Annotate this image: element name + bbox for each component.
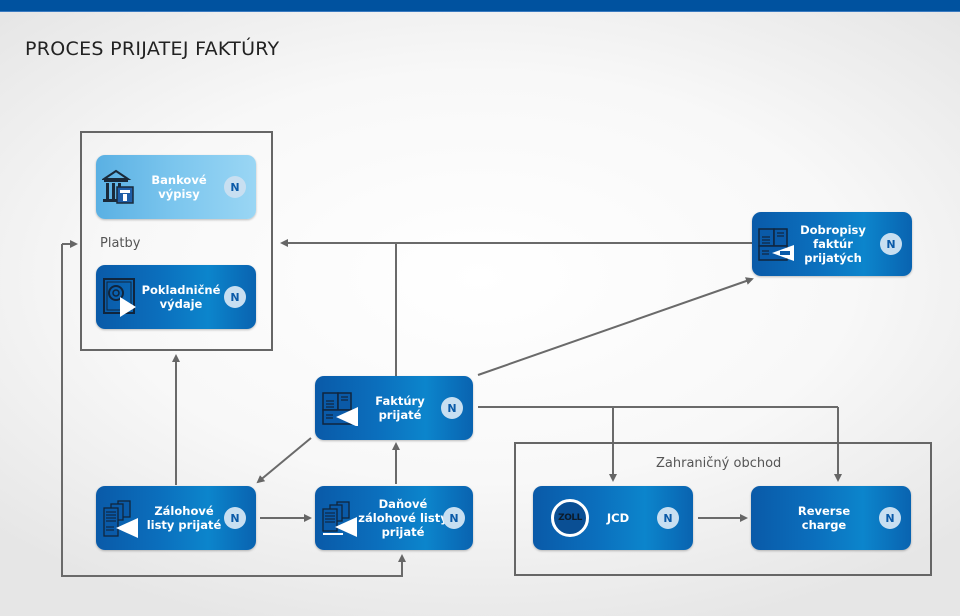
document-incoming-icon [322, 392, 362, 430]
arrow-faktury-to-zalohove [256, 437, 312, 484]
node-label: Pokladničné výdaje [141, 283, 221, 311]
node-dobropisy-faktur-prijatych[interactable]: Dobropisy faktúr prijatých N [752, 212, 912, 276]
node-label: Daňové zálohové listy prijaté [358, 497, 448, 539]
node-pokladnicne-vydaje[interactable]: Pokladničné výdaje N [96, 265, 256, 329]
status-badge: N [879, 507, 901, 529]
bank-icon [100, 169, 138, 211]
node-faktury-prijate[interactable]: Faktúry prijaté N [315, 376, 473, 440]
safe-icon [102, 277, 142, 321]
node-label: Faktúry prijaté [375, 394, 425, 422]
node-danove-zalohove-listy-prijate[interactable]: Daňové zálohové listy prijaté N [315, 486, 473, 550]
status-badge: N [224, 507, 246, 529]
group-zahranicny [514, 442, 932, 576]
group-platby [80, 131, 273, 351]
top-bar [0, 0, 960, 12]
documents-stack-icon [102, 500, 142, 542]
node-jcd[interactable]: ZOLL JCD N [533, 486, 693, 550]
arrow-faktury-to-dobropisy [477, 277, 754, 376]
status-badge: N [224, 286, 246, 308]
zoll-icon: ZOLL [551, 499, 589, 537]
status-badge: N [443, 507, 465, 529]
group-platby-label: Platby [100, 236, 141, 251]
node-label: Bankové výpisy [151, 173, 207, 201]
node-label: Zálohové listy prijaté [146, 504, 222, 532]
status-badge: N [441, 397, 463, 419]
node-reverse-charge[interactable]: Reverse charge N [751, 486, 911, 550]
node-zalohove-listy-prijate[interactable]: Zálohové listy prijaté N [96, 486, 256, 550]
node-label: Reverse charge [797, 504, 851, 532]
group-zahranicny-label: Zahraničný obchod [656, 456, 782, 471]
node-label: JCD [606, 511, 630, 525]
page-title: PROCES PRIJATEJ FAKTÚRY [25, 38, 280, 60]
zoll-icon-text: ZOLL [558, 513, 582, 523]
status-badge: N [224, 176, 246, 198]
arrow-loop-to-danove [61, 244, 406, 577]
node-label: Dobropisy faktúr prijatých [800, 223, 866, 265]
status-badge: N [880, 233, 902, 255]
document-incoming-icon [758, 228, 798, 266]
status-badge: N [657, 507, 679, 529]
node-bankove-vypisy[interactable]: Bankové výpisy N [96, 155, 256, 219]
documents-stack-icon [321, 501, 361, 543]
